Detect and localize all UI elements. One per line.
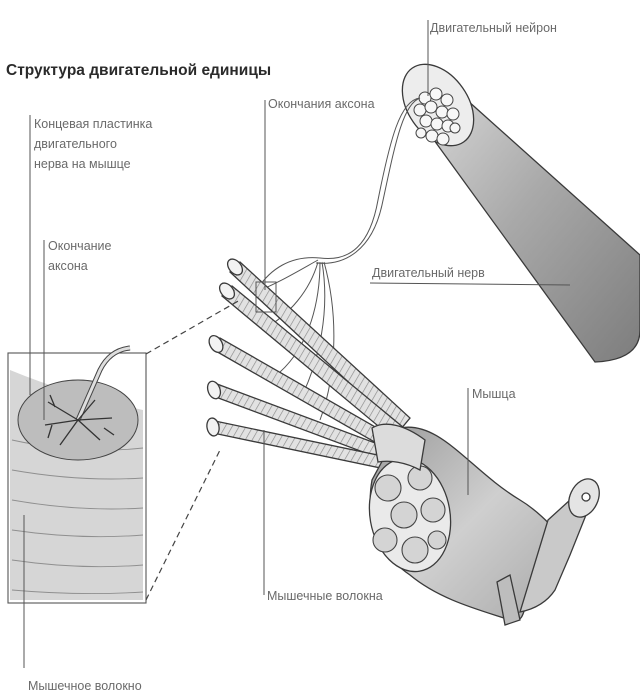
label-motor-nerve: Двигательный нерв (372, 266, 485, 280)
muscle (368, 423, 600, 626)
motor-nerve (401, 63, 640, 363)
label-axon-endings: Окончания аксона (268, 97, 375, 111)
leader-lines (23, 20, 571, 668)
label-muscle-fiber: Мышечное волокно (28, 679, 142, 693)
axon-fiber (257, 97, 421, 289)
inset-end-plate (7, 345, 147, 604)
label-muscle-fibers: Мышечные волокна (267, 589, 383, 603)
label-axon-ending-line1: Окончание (48, 239, 112, 253)
label-motor-neuron: Двигательный нейрон (430, 21, 557, 35)
zoom-connector-top (145, 299, 241, 355)
zoom-connector-bottom (145, 449, 221, 601)
muscle-cross-section (372, 465, 447, 564)
label-axon-ending-line2: аксона (48, 259, 88, 273)
muscle-fibers (206, 258, 411, 471)
diagram-title: Структура двигательной единицы (6, 62, 271, 79)
label-end-plate-line2: двигательного (34, 137, 117, 151)
zoom-region-box (255, 281, 277, 313)
label-muscle: Мышца (472, 387, 516, 401)
label-end-plate-line1: Концевая пластинка (34, 117, 152, 131)
label-end-plate-line3: нерва на мышце (34, 157, 131, 171)
nerve-bundle-cross-section (413, 87, 461, 146)
